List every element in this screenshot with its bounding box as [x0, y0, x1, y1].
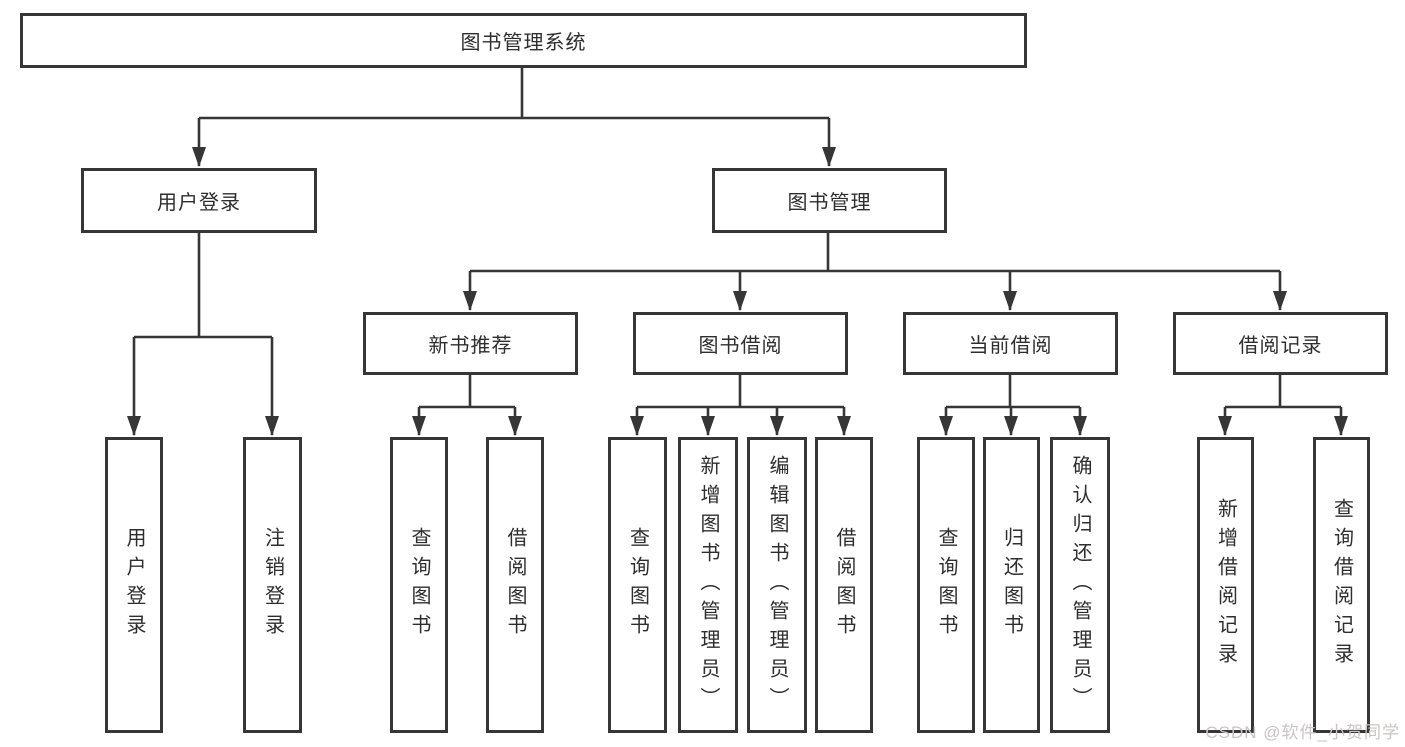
leaf-logout: 注销登录 [243, 437, 302, 733]
node-current-borrow-label: 当前借阅 [968, 335, 1053, 357]
node-book-management: 图书管理 [712, 168, 947, 233]
leaf-cb-query-books-label: 查询图书 [935, 527, 957, 643]
leaf-cb-return-books-label: 归还图书 [1000, 527, 1023, 643]
leaf-bb-add-books-admin: 新增图书（管理员） [678, 437, 738, 733]
leaf-bb-query-books-label: 查询图书 [626, 527, 649, 643]
connector-root-to-level2 [192, 68, 836, 167]
connector-borrow-records-to-children [1218, 375, 1348, 436]
leaf-bb-edit-books-admin: 编辑图书（管理员） [747, 437, 807, 733]
connector-user-login-to-children [127, 233, 279, 436]
leaf-br-query-record: 查询借阅记录 [1313, 437, 1370, 733]
leaf-user-login: 用户登录 [105, 437, 163, 733]
node-root-system: 图书管理系统 [20, 13, 1027, 68]
node-borrow-records-label: 借阅记录 [1238, 335, 1323, 357]
leaf-nbr-query-books-label: 查询图书 [408, 527, 430, 643]
node-root-system-label: 图书管理系统 [460, 32, 587, 54]
leaf-nbr-borrow-books: 借阅图书 [486, 437, 544, 733]
leaf-br-add-record: 新增借阅记录 [1197, 437, 1254, 733]
csdn-watermark: CSDN @软件_小贺同学 [1205, 723, 1400, 742]
leaf-cb-confirm-return-admin: 确认归还（管理员） [1050, 437, 1110, 733]
node-book-borrow-label: 图书借阅 [698, 335, 783, 357]
connector-new-book-rec-to-children [412, 375, 522, 436]
leaf-cb-query-books: 查询图书 [917, 437, 975, 733]
leaf-bb-query-books: 查询图书 [608, 437, 667, 733]
leaf-bb-borrow-books: 借阅图书 [815, 437, 873, 733]
leaf-cb-return-books: 归还图书 [983, 437, 1040, 733]
leaf-bb-add-books-admin-label: 新增图书（管理员） [697, 454, 719, 716]
leaf-br-query-record-label: 查询借阅记录 [1330, 498, 1353, 672]
connector-book-mgmt-to-level3 [463, 233, 1287, 311]
node-book-management-label: 图书管理 [787, 192, 872, 214]
leaf-br-add-record-label: 新增借阅记录 [1214, 498, 1237, 672]
node-book-borrow: 图书借阅 [633, 312, 848, 375]
node-user-login-label: 用户登录 [157, 192, 241, 214]
node-current-borrow: 当前借阅 [903, 312, 1118, 375]
leaf-nbr-borrow-books-label: 借阅图书 [504, 527, 526, 643]
leaf-bb-edit-books-admin-label: 编辑图书（管理员） [766, 454, 788, 716]
node-new-book-recommend-label: 新书推荐 [428, 335, 513, 357]
node-new-book-recommend: 新书推荐 [363, 312, 578, 375]
leaf-user-login-label: 用户登录 [123, 527, 145, 643]
node-borrow-records: 借阅记录 [1173, 312, 1388, 375]
node-user-login: 用户登录 [81, 168, 317, 233]
leaf-logout-label: 注销登录 [261, 527, 284, 643]
leaf-cb-confirm-return-admin-label: 确认归还（管理员） [1069, 454, 1091, 716]
connector-book-borrow-to-children [630, 375, 851, 436]
leaf-nbr-query-books: 查询图书 [390, 437, 448, 733]
leaf-bb-borrow-books-label: 借阅图书 [833, 527, 855, 643]
connector-current-borrow-to-children [939, 375, 1087, 436]
